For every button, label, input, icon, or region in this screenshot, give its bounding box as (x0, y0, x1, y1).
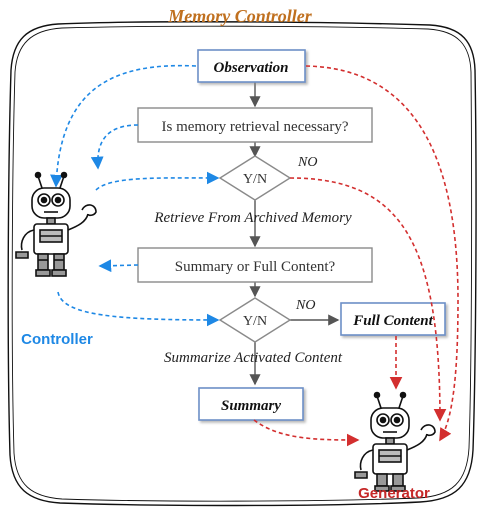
observation-node: Observation (197, 49, 306, 83)
summary-label: Summary (221, 398, 281, 414)
no-label-2: NO (295, 298, 315, 313)
controller-robot-icon (15, 171, 97, 277)
retrieve-label: Retrieve From Archived Memory (153, 210, 352, 226)
controller-links (50, 64, 220, 327)
summary-question-label: Summary or Full Content? (175, 259, 336, 275)
diagram-title: Memory Controller (167, 6, 313, 26)
decision1-node: Y/N (218, 155, 292, 201)
generator-label: Generator (358, 485, 430, 502)
no-label-1: NO (297, 155, 317, 170)
full-content-node: Full Content (340, 302, 446, 336)
summary-node: Summary (198, 387, 304, 421)
outer-frame (7, 21, 477, 507)
summary-question-node: Summary or Full Content? (137, 247, 373, 283)
observation-label: Observation (214, 60, 289, 76)
full-content-label: Full Content (352, 313, 433, 329)
generator-robot-icon (354, 391, 436, 492)
decision2-node: Y/N (218, 297, 292, 343)
summarize-label: Summarize Activated Content (164, 350, 343, 366)
decision1-label: Y/N (243, 172, 267, 187)
retrieval-question-node: Is memory retrieval necessary? (137, 107, 373, 143)
controller-label: Controller (21, 331, 93, 348)
main-flow-arrows (249, 82, 340, 386)
retrieval-question-label: Is memory retrieval necessary? (162, 119, 349, 135)
decision2-label: Y/N (243, 314, 267, 329)
generator-links (253, 65, 459, 447)
